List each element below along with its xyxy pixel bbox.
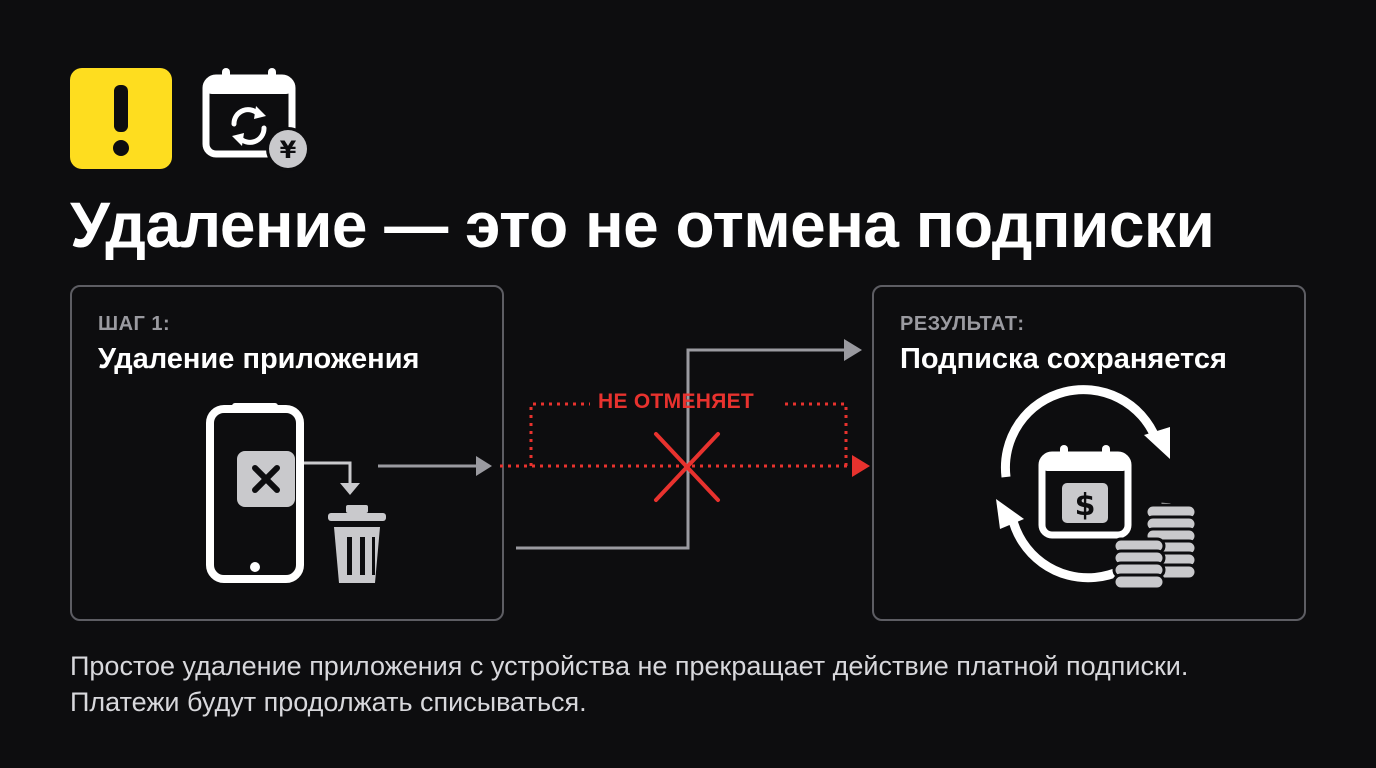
smartphone-icon xyxy=(206,403,304,583)
not-cancel-label: НЕ ОТМЕНЯЕТ xyxy=(598,390,755,413)
result-illustration: $ xyxy=(996,385,1198,591)
app-delete-icon xyxy=(237,451,295,507)
coin-stack-icon xyxy=(1112,503,1198,591)
footnote-text: Простое удаление приложения с устройства… xyxy=(70,651,1189,717)
cross-icon xyxy=(654,432,720,502)
calendar-refresh-yen-icon: ¥ xyxy=(196,66,316,174)
svg-text:$: $ xyxy=(1075,488,1096,523)
red-arrow-head xyxy=(852,455,870,477)
step-illustration xyxy=(206,403,386,583)
result-label: РЕЗУЛЬТАТ: xyxy=(900,313,1025,335)
svg-text:¥: ¥ xyxy=(280,136,297,164)
page-title: Удаление — это не отмена подписки xyxy=(70,189,1215,261)
result-card: $ РЕЗУЛЬТАТ: Подписка сохраняется xyxy=(872,285,1306,621)
exclamation-icon xyxy=(70,68,172,169)
trash-can-icon xyxy=(328,505,386,583)
result-title: Подписка сохраняется xyxy=(900,343,1227,375)
step-title: Удаление приложения xyxy=(98,343,420,375)
step-label: ШАГ 1: xyxy=(98,313,171,335)
calendar-dollar-icon: $ xyxy=(1038,445,1132,539)
step-card: ШАГ 1: Удаление приложения xyxy=(70,285,504,621)
